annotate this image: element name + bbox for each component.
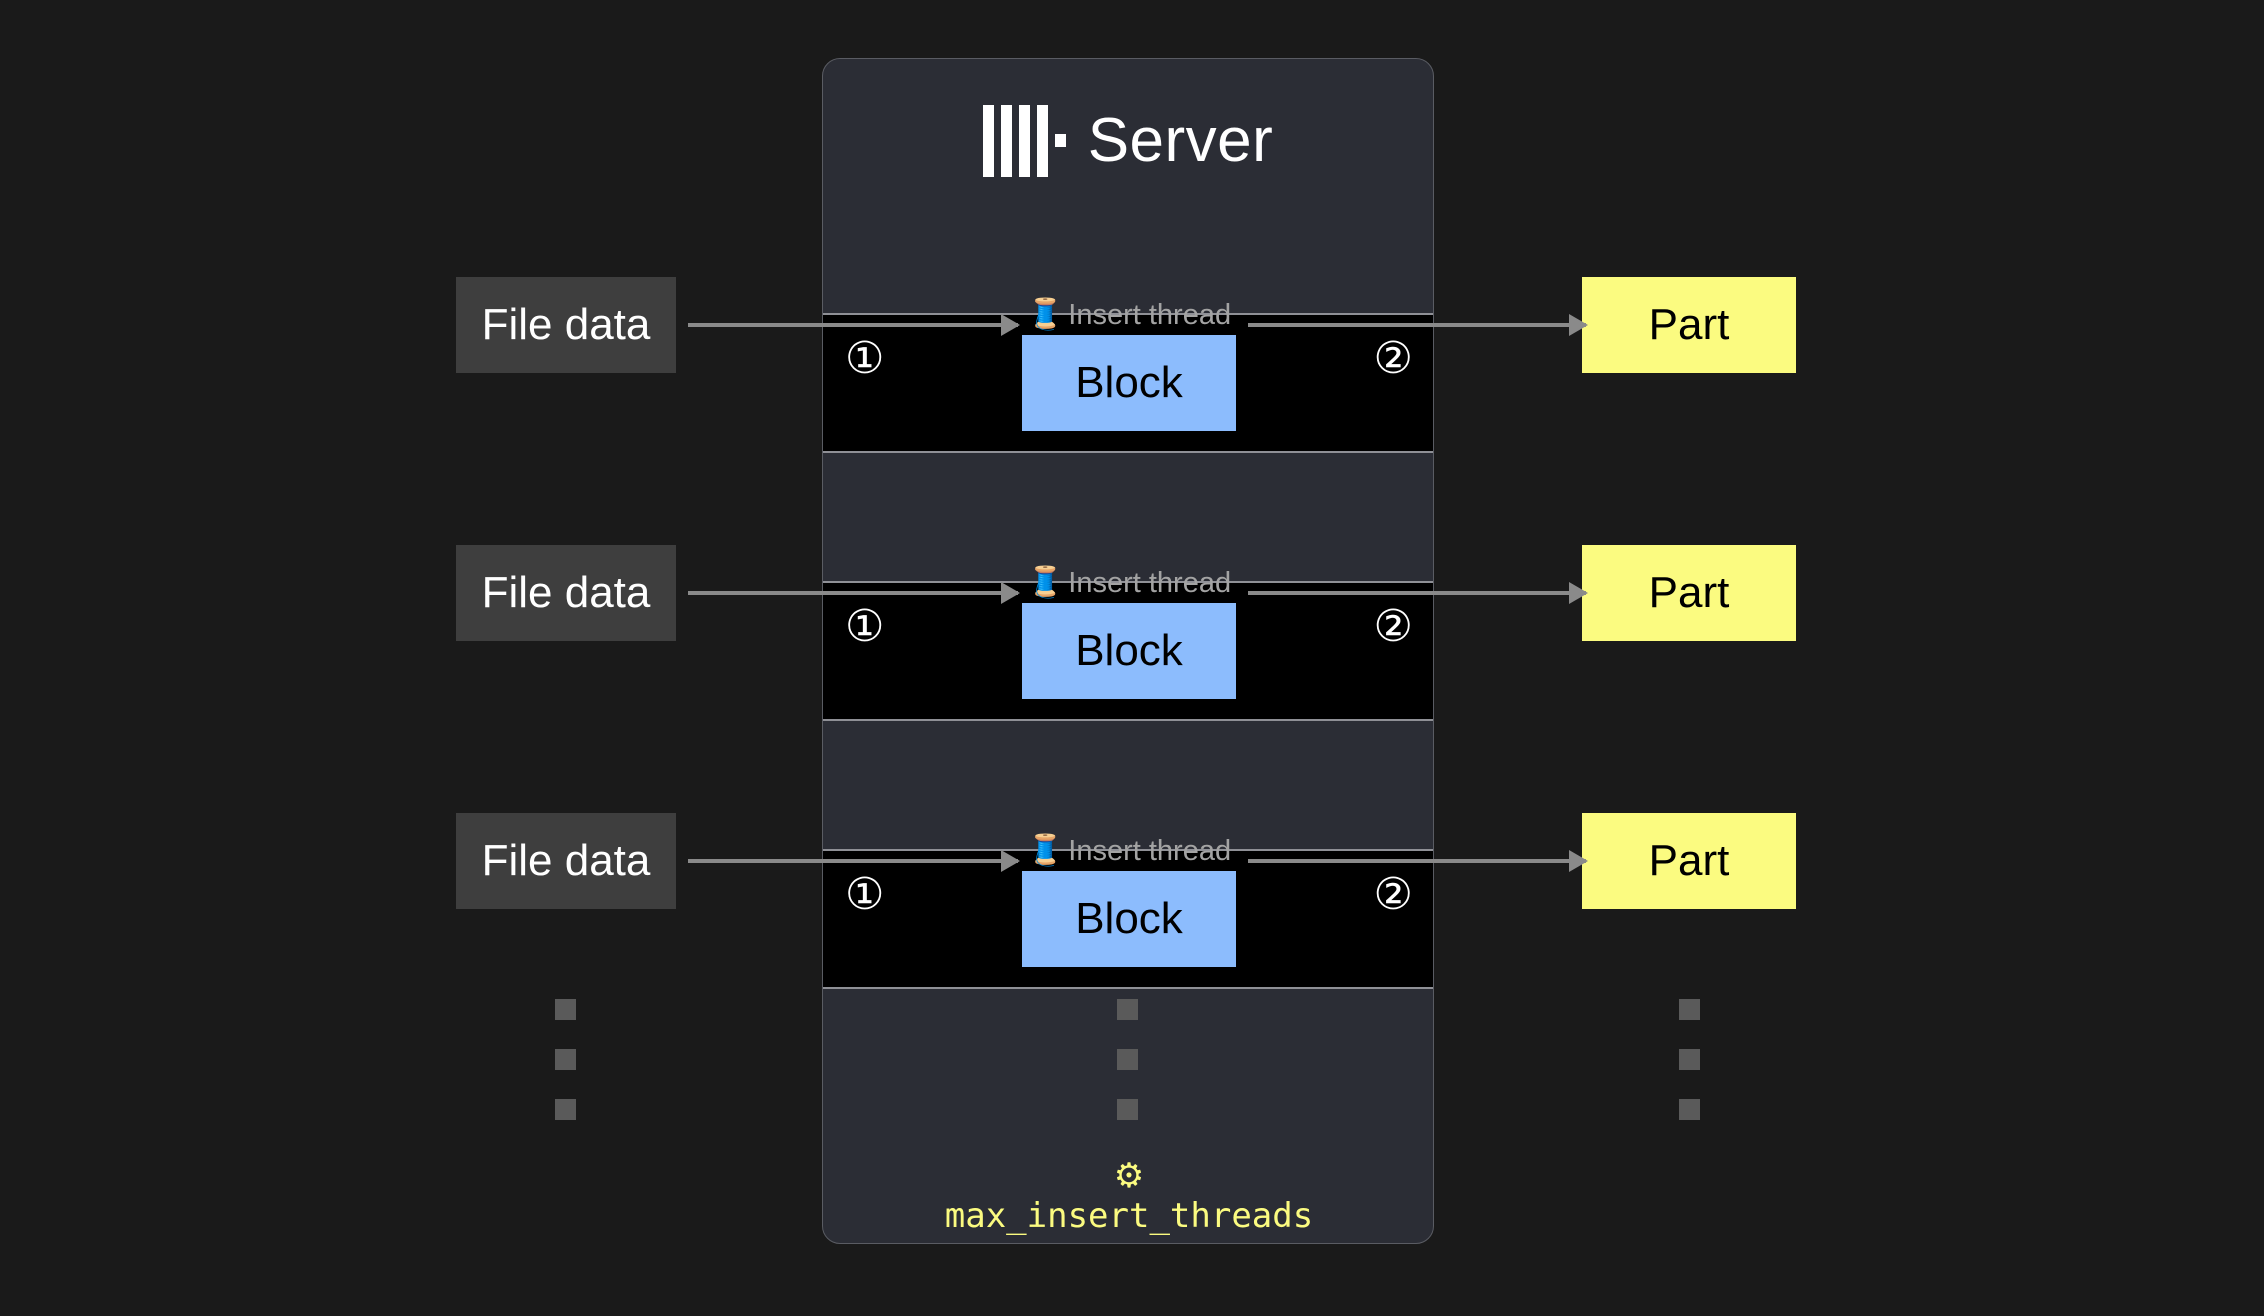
file-data-box-2: File data bbox=[456, 545, 676, 641]
arrow-block-to-part-3 bbox=[1248, 859, 1586, 863]
file-data-box-3: File data bbox=[456, 813, 676, 909]
step-marker-one-3: ① bbox=[845, 870, 885, 919]
setting-footer: ⚙ max_insert_threads bbox=[823, 1157, 1433, 1236]
part-label: Part bbox=[1648, 300, 1730, 349]
arrow-file-to-block-3 bbox=[688, 859, 1018, 863]
thread-spool-icon: 🧵 bbox=[1026, 566, 1065, 599]
insert-thread-band-2: 🧵 Insert thread ① ② Block bbox=[823, 568, 1433, 721]
insert-thread-label: Insert thread bbox=[1068, 298, 1232, 331]
block-label: Block bbox=[1075, 358, 1183, 407]
step-marker-one-2: ① bbox=[845, 602, 885, 651]
block-box-1: Block bbox=[1022, 335, 1236, 431]
ellipsis-dots-center bbox=[1117, 999, 1138, 1120]
gear-icon: ⚙ bbox=[1113, 1157, 1145, 1195]
ellipsis-dots-right bbox=[1679, 999, 1700, 1120]
part-label: Part bbox=[1648, 568, 1730, 617]
thread-spool-icon: 🧵 bbox=[1026, 834, 1065, 867]
ellipsis-dot bbox=[1679, 999, 1700, 1020]
arrow-block-to-part-2 bbox=[1248, 591, 1586, 595]
step-marker-one-1: ① bbox=[845, 334, 885, 383]
file-data-label: File data bbox=[481, 300, 651, 349]
ellipsis-dot bbox=[1679, 1049, 1700, 1070]
arrow-block-to-part-1 bbox=[1248, 323, 1586, 327]
part-box-1: Part bbox=[1582, 277, 1796, 373]
arrow-file-to-block-2 bbox=[688, 591, 1018, 595]
insert-thread-label: Insert thread bbox=[1068, 834, 1232, 867]
server-header: Server bbox=[823, 59, 1433, 223]
file-data-box-1: File data bbox=[456, 277, 676, 373]
arrow-file-to-block-1 bbox=[688, 323, 1018, 327]
ellipsis-dot bbox=[555, 1049, 576, 1070]
part-box-3: Part bbox=[1582, 813, 1796, 909]
step-marker-two-2: ② bbox=[1373, 602, 1413, 651]
insert-thread-label-group-1: 🧵 Insert thread bbox=[1027, 300, 1231, 330]
insert-thread-label-group-3: 🧵 Insert thread bbox=[1027, 836, 1231, 866]
step-marker-two-1: ② bbox=[1373, 334, 1413, 383]
clickhouse-logo-icon bbox=[982, 105, 1066, 177]
server-title: Server bbox=[1087, 106, 1274, 175]
ellipsis-dot bbox=[1117, 1099, 1138, 1120]
thread-spool-icon: 🧵 bbox=[1026, 298, 1065, 331]
step-marker-two-3: ② bbox=[1373, 870, 1413, 919]
insert-thread-band-1: 🧵 Insert thread ① ② Block bbox=[823, 300, 1433, 453]
block-box-3: Block bbox=[1022, 871, 1236, 967]
ellipsis-dots-left bbox=[555, 999, 576, 1120]
part-label: Part bbox=[1648, 836, 1730, 885]
insert-thread-band-3: 🧵 Insert thread ① ② Block bbox=[823, 836, 1433, 989]
block-label: Block bbox=[1075, 626, 1183, 675]
block-label: Block bbox=[1075, 894, 1183, 943]
insert-thread-label: Insert thread bbox=[1068, 566, 1232, 599]
part-box-2: Part bbox=[1582, 545, 1796, 641]
server-panel: Server 🧵 Insert thread ① ② Block 🧵 Inser… bbox=[822, 58, 1434, 1244]
ellipsis-dot bbox=[555, 999, 576, 1020]
ellipsis-dot bbox=[1679, 1099, 1700, 1120]
insert-thread-label-group-2: 🧵 Insert thread bbox=[1027, 568, 1231, 598]
file-data-label: File data bbox=[481, 568, 651, 617]
file-data-label: File data bbox=[481, 836, 651, 885]
ellipsis-dot bbox=[1117, 999, 1138, 1020]
ellipsis-dot bbox=[555, 1099, 576, 1120]
setting-name-label: max_insert_threads bbox=[944, 1196, 1314, 1236]
ellipsis-dot bbox=[1117, 1049, 1138, 1070]
block-box-2: Block bbox=[1022, 603, 1236, 699]
